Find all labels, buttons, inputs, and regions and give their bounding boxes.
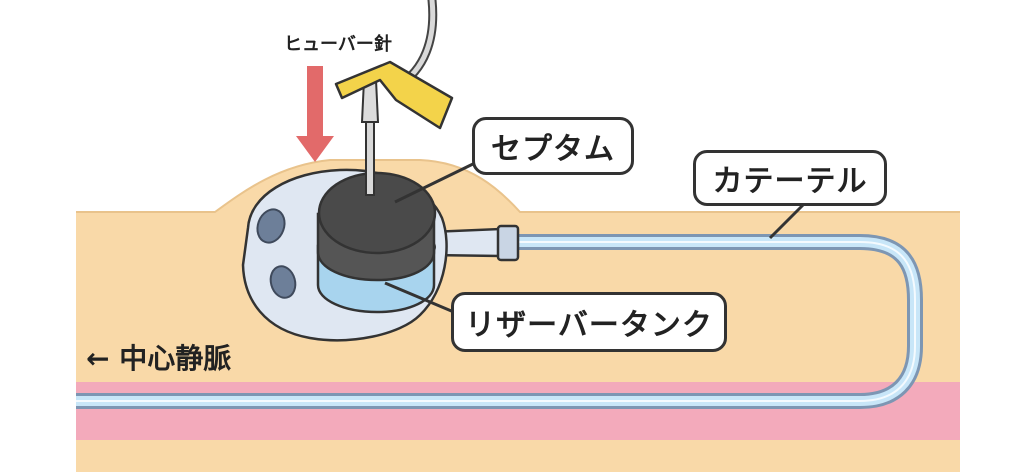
septum-label: セプタム bbox=[491, 132, 615, 167]
septum-leader-line bbox=[394, 161, 476, 204]
septum bbox=[316, 171, 437, 282]
central-vein-label: ← 中心静脈 bbox=[86, 342, 232, 375]
septum-callout: セプタム bbox=[472, 117, 634, 175]
insertion-arrow bbox=[296, 66, 334, 162]
reservoir-tank-label: リザーバータンク bbox=[465, 308, 713, 343]
needle-wing bbox=[334, 60, 454, 130]
port-suture-hole-lower bbox=[269, 265, 297, 299]
catheter-label: カテーテル bbox=[712, 164, 868, 199]
huber-needle-label: ヒューバー針 bbox=[284, 34, 392, 55]
vein-band bbox=[76, 382, 960, 440]
skin-surface-line bbox=[76, 159, 960, 213]
port-suture-hole-upper bbox=[256, 208, 286, 244]
catheter-callout: カテーテル bbox=[693, 150, 887, 206]
huber-needle bbox=[334, 60, 454, 196]
catheter-tube bbox=[76, 234, 923, 409]
reservoir-tank-callout: リザーバータンク bbox=[451, 292, 727, 352]
